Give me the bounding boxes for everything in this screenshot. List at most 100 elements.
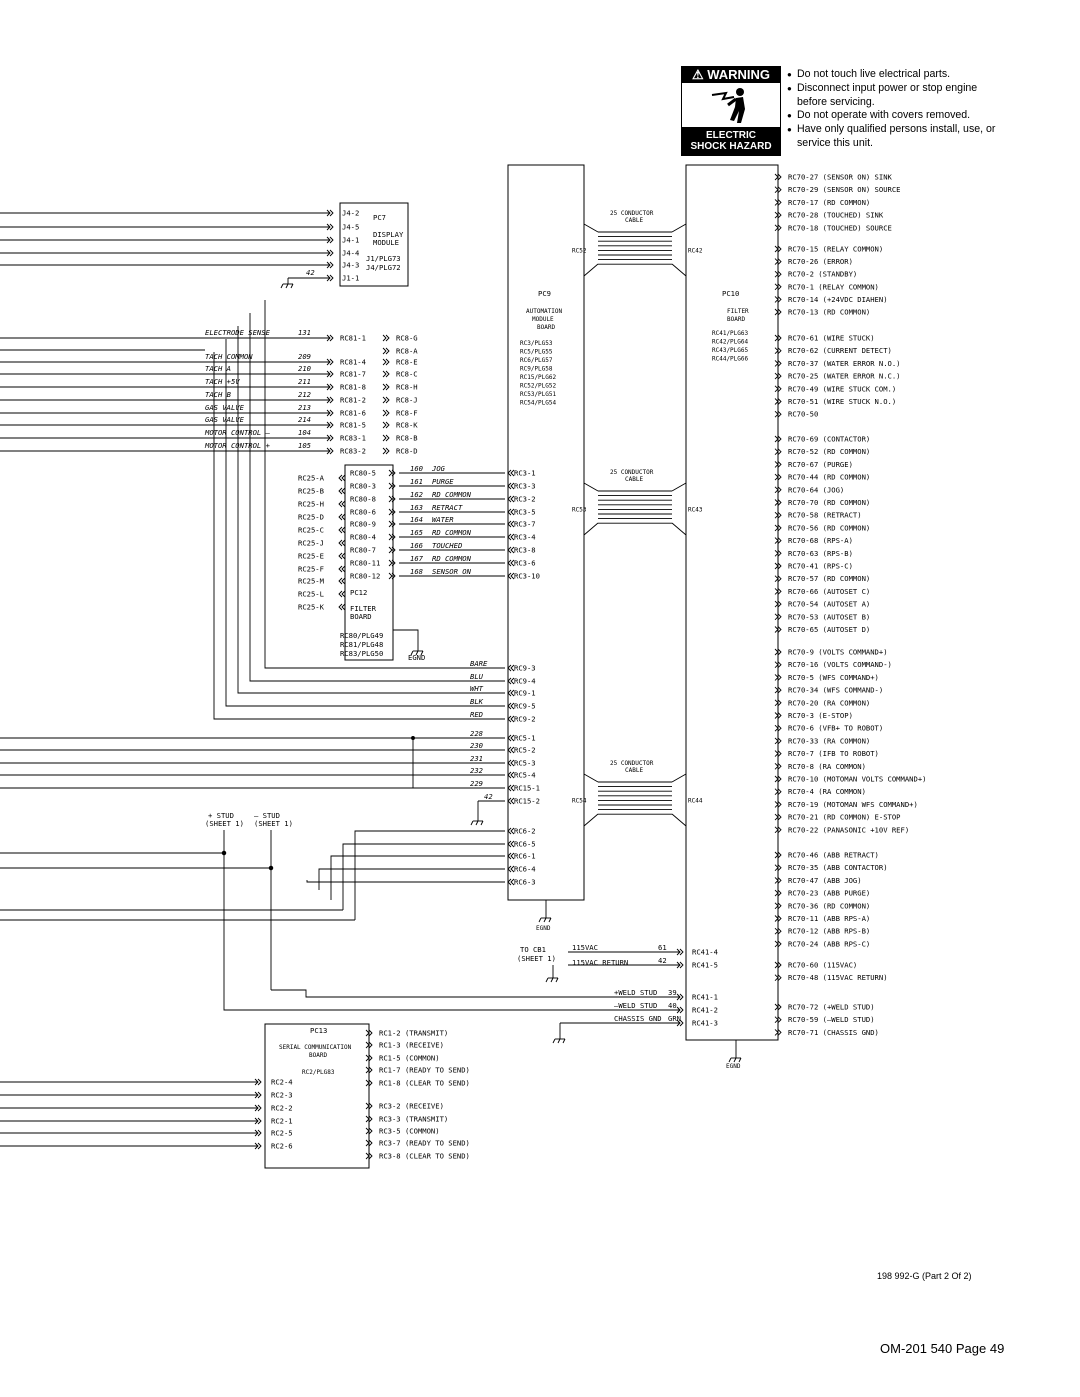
- connector-chevron: [777, 927, 782, 935]
- connector-chevron: [329, 396, 334, 404]
- wire: [237, 326, 505, 694]
- signal-label: TACH +5V: [205, 377, 240, 386]
- rc81-pin: RC83-2: [340, 447, 366, 456]
- connector-chevron: [338, 552, 343, 560]
- stud-label: –WELD STUD: [614, 1001, 657, 1010]
- rc70-terminal: RC70-5 (WFS COMMAND+): [788, 673, 879, 682]
- rc41-pin: RC41-2: [692, 1006, 718, 1015]
- rc25-pin: RC25-F: [298, 565, 324, 574]
- connector-chevron: [257, 1091, 262, 1099]
- rc41-pin: RC41-1: [692, 993, 718, 1002]
- pc10-gnd: EGND: [726, 1063, 741, 1070]
- pc13-terminal: RC1-5 (COMMON): [379, 1054, 440, 1063]
- connector-chevron: [777, 186, 782, 194]
- rc70-terminal: RC70-49 (WIRE STUCK COM.): [788, 384, 896, 393]
- connector-chevron: [777, 283, 782, 291]
- rc9-pin: RC9-1: [514, 689, 536, 698]
- rc70-terminal: RC70-33 (RA COMMON): [788, 736, 870, 745]
- wire: [249, 313, 505, 682]
- rc3-pin: RC3-4: [514, 533, 536, 542]
- wire: [671, 263, 687, 277]
- wire: [552, 1038, 556, 1044]
- connector-chevron: [777, 1016, 782, 1024]
- connector-chevron: [388, 546, 393, 554]
- connector-chevron: [777, 372, 782, 380]
- connector-chevron: [341, 526, 346, 534]
- wire-number: 210: [298, 364, 311, 373]
- connector-chevron: [385, 396, 390, 404]
- rc70-terminal: RC70-52 (RD COMMON): [788, 447, 870, 456]
- wire-number: 211: [298, 377, 311, 386]
- rc70-terminal: RC70-54 (AUTOSET A): [788, 600, 870, 609]
- drawing-number: 198 992-G (Part 2 Of 2): [877, 1271, 972, 1281]
- wire-color: BLK: [470, 697, 484, 706]
- wire: [733, 1057, 737, 1063]
- connector-chevron: [388, 572, 393, 580]
- wire-number: 230: [470, 741, 483, 750]
- warning-item: Have only qualified persons install, use…: [787, 123, 1001, 151]
- wire: [583, 223, 599, 233]
- rc8-pin: RC8-J: [396, 396, 418, 405]
- pc13-terminal: RC3-8 (CLEAR TO SEND): [379, 1152, 470, 1161]
- pc7-box: [339, 202, 409, 287]
- pc10-box: [685, 164, 779, 1041]
- rc70-terminal: RC70-67 (PURGE): [788, 460, 853, 469]
- connector-chevron: [368, 1152, 373, 1160]
- rc70-terminal: RC70-64 (JOG): [788, 485, 844, 494]
- signal-label: RETRACT: [432, 503, 463, 512]
- connector-chevron: [341, 487, 346, 495]
- connector-chevron: [777, 173, 782, 181]
- connector-chevron: [382, 409, 387, 417]
- pc7-pin: J4-5: [342, 223, 359, 232]
- rc70-terminal: RC70-68 (RPS-A): [788, 536, 853, 545]
- pc9-plug: RC15/PLG62: [520, 374, 557, 381]
- pc9-plug: RC9/PLG58: [520, 366, 553, 373]
- pc9-rc-left: RC54: [572, 798, 587, 805]
- wire: [290, 283, 294, 289]
- connector-chevron: [254, 1142, 259, 1150]
- rc70-terminal: RC70-56 (RD COMMON): [788, 523, 870, 532]
- pc9-plug: RC3/PLG53: [520, 340, 553, 347]
- connector-chevron: [510, 878, 515, 886]
- pc9-box: [507, 164, 585, 901]
- connector-chevron: [676, 1006, 681, 1014]
- connector-chevron: [777, 661, 782, 669]
- wire: [470, 820, 474, 826]
- rc70-terminal: RC70-37 (WATER ERROR N.O.): [788, 359, 901, 368]
- connector-chevron: [368, 1041, 373, 1049]
- rc70-terminal: RC70-27 (SENSOR ON) SINK: [788, 173, 893, 182]
- connector-chevron: [777, 1003, 782, 1011]
- connector-chevron: [368, 1139, 373, 1147]
- connector-chevron: [329, 223, 334, 231]
- wire: [223, 1005, 680, 1011]
- rc70-terminal: RC70-57 (RD COMMON): [788, 574, 870, 583]
- rc70-terminal: RC70-17 (RD COMMON): [788, 198, 870, 207]
- connector-chevron: [329, 236, 334, 244]
- rc81-pin: RC81-6: [340, 409, 366, 418]
- wire-number: 214: [298, 415, 311, 424]
- connector-chevron: [777, 674, 782, 681]
- pc13-title: PC13: [310, 1026, 327, 1035]
- connector-chevron: [329, 383, 334, 391]
- connector-chevron: [777, 224, 782, 232]
- wire: [318, 868, 505, 890]
- rc70-terminal: RC70-44 (RD COMMON): [788, 473, 870, 482]
- connector-chevron: [368, 1102, 373, 1110]
- wire-number: 231: [470, 754, 483, 763]
- wire: [557, 1038, 561, 1044]
- pc13-terminal: RC3-2 (RECEIVE): [379, 1102, 444, 1111]
- connector-chevron: [254, 1078, 259, 1086]
- rc70-terminal: RC70-12 (ABB RPS-B): [788, 927, 870, 936]
- rc70-terminal: RC70-48 (115VAC RETURN): [788, 973, 888, 982]
- rc70-terminal: RC70-61 (WIRE STUCK): [788, 334, 875, 343]
- connector-chevron: [510, 664, 515, 672]
- pc13-terminal: RC1-8 (CLEAR TO SEND): [379, 1079, 470, 1088]
- wire: [342, 843, 505, 910]
- connector-chevron: [777, 199, 782, 206]
- wire-color: BLU: [470, 672, 484, 681]
- rc80-pin: RC80-9: [350, 520, 376, 529]
- rc3-pin: RC3-7: [514, 520, 536, 529]
- connector-chevron: [510, 677, 515, 685]
- connector-chevron: [777, 588, 782, 595]
- rc8-pin: RC8-D: [396, 447, 418, 456]
